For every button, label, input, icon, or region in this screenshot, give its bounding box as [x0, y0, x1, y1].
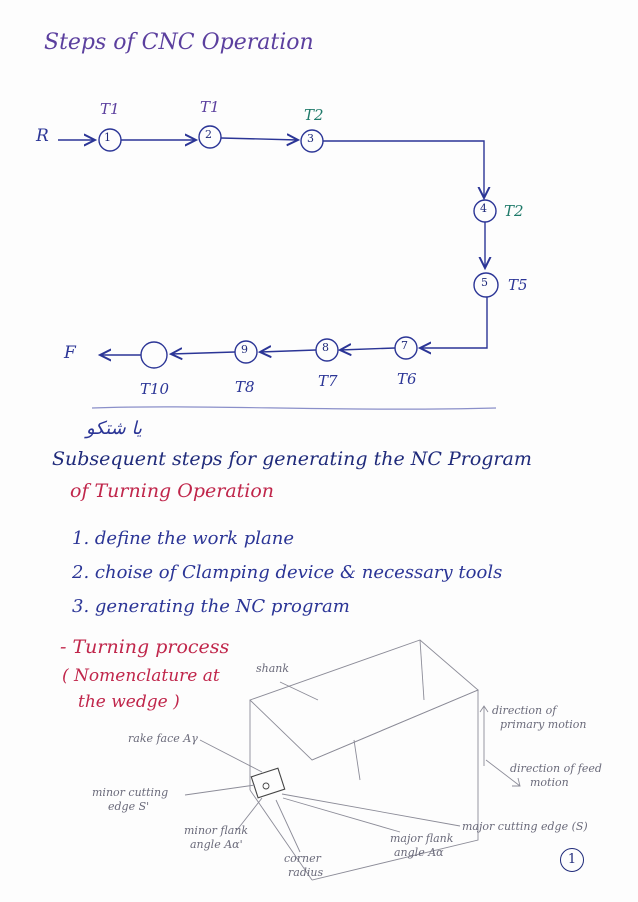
flow-arrow [171, 352, 236, 354]
flow-node-1-label: 1 [104, 131, 111, 144]
flow-node-5-label: 5 [481, 276, 488, 289]
tool-label-n2: T1 [200, 98, 220, 116]
tool-label-n8: T7 [318, 372, 338, 390]
step-2: 2. choise of Clamping device & necessary… [72, 562, 503, 583]
step-3: 3. generating the NC program [72, 596, 350, 617]
flow-node-2 [198, 125, 222, 149]
step-1: 1. define the work plane [72, 528, 294, 549]
flow-start-label: R [36, 126, 49, 146]
flow-node-7-label: 7 [401, 339, 408, 352]
flow-node-4-label: 4 [480, 202, 487, 215]
tool-label-n3: T2 [304, 106, 324, 124]
turning-subtitle-2: the wedge ) [78, 692, 180, 712]
label-rake-face: rake face Aγ [128, 732, 198, 745]
label-minor-flank-2: angle Aα' [190, 838, 243, 851]
label-shank: shank [256, 662, 290, 675]
flow-node-8-label: 8 [322, 341, 329, 354]
label-major-flank: major flank [390, 832, 454, 845]
flow-arrow [260, 350, 317, 352]
flow-node-3-label: 3 [307, 132, 314, 145]
subtitle-line-2: of Turning Operation [70, 480, 275, 502]
label-feed-motion-2: motion [530, 776, 569, 789]
label-corner-2: radius [288, 866, 324, 879]
label-major-cutting-edge: major cutting edge (S) [462, 820, 588, 833]
label-minor-cutting-edge-2: edge S' [108, 800, 150, 813]
flow-node-5 [473, 272, 499, 298]
separator-line [91, 406, 497, 410]
tool-label-n9: T8 [235, 378, 255, 396]
label-minor-cutting-edge: minor cutting [92, 786, 169, 799]
label-minor-flank: minor flank [184, 824, 249, 837]
label-primary-motion-2: primary motion [500, 718, 587, 731]
tool-label-n4: T2 [504, 202, 524, 220]
label-primary-motion: direction of [492, 704, 557, 717]
tool-label-n5: T5 [508, 276, 528, 294]
flow-arrow [323, 140, 484, 198]
flow-arrow [340, 348, 396, 350]
tool-label-n1: T1 [100, 100, 120, 118]
label-feed-motion: direction of feed [510, 762, 602, 775]
turning-title: - Turning process [60, 636, 230, 658]
label-major-flank-2: angle Aα [394, 846, 444, 859]
arabic-note: يا شتكو [86, 418, 142, 439]
subtitle-line-1: Subsequent steps for generating the NC P… [52, 448, 532, 470]
flow-node-9-label: 9 [241, 343, 248, 356]
flow-arrow [420, 297, 488, 348]
page-title: Steps of CNC Operation [44, 30, 314, 55]
flow-node-2-label: 2 [205, 128, 212, 141]
page-number: 1 [560, 848, 584, 872]
turning-subtitle-1: ( Nomenclature at [62, 666, 220, 686]
label-corner: corner [284, 852, 321, 865]
flow-end-label: F [64, 343, 76, 363]
tool-sketch [184, 639, 521, 881]
flow-arrow [220, 138, 298, 140]
tool-label-end: T10 [140, 380, 170, 398]
tool-label-n7: T6 [397, 370, 417, 388]
flow-node-end [140, 341, 168, 369]
